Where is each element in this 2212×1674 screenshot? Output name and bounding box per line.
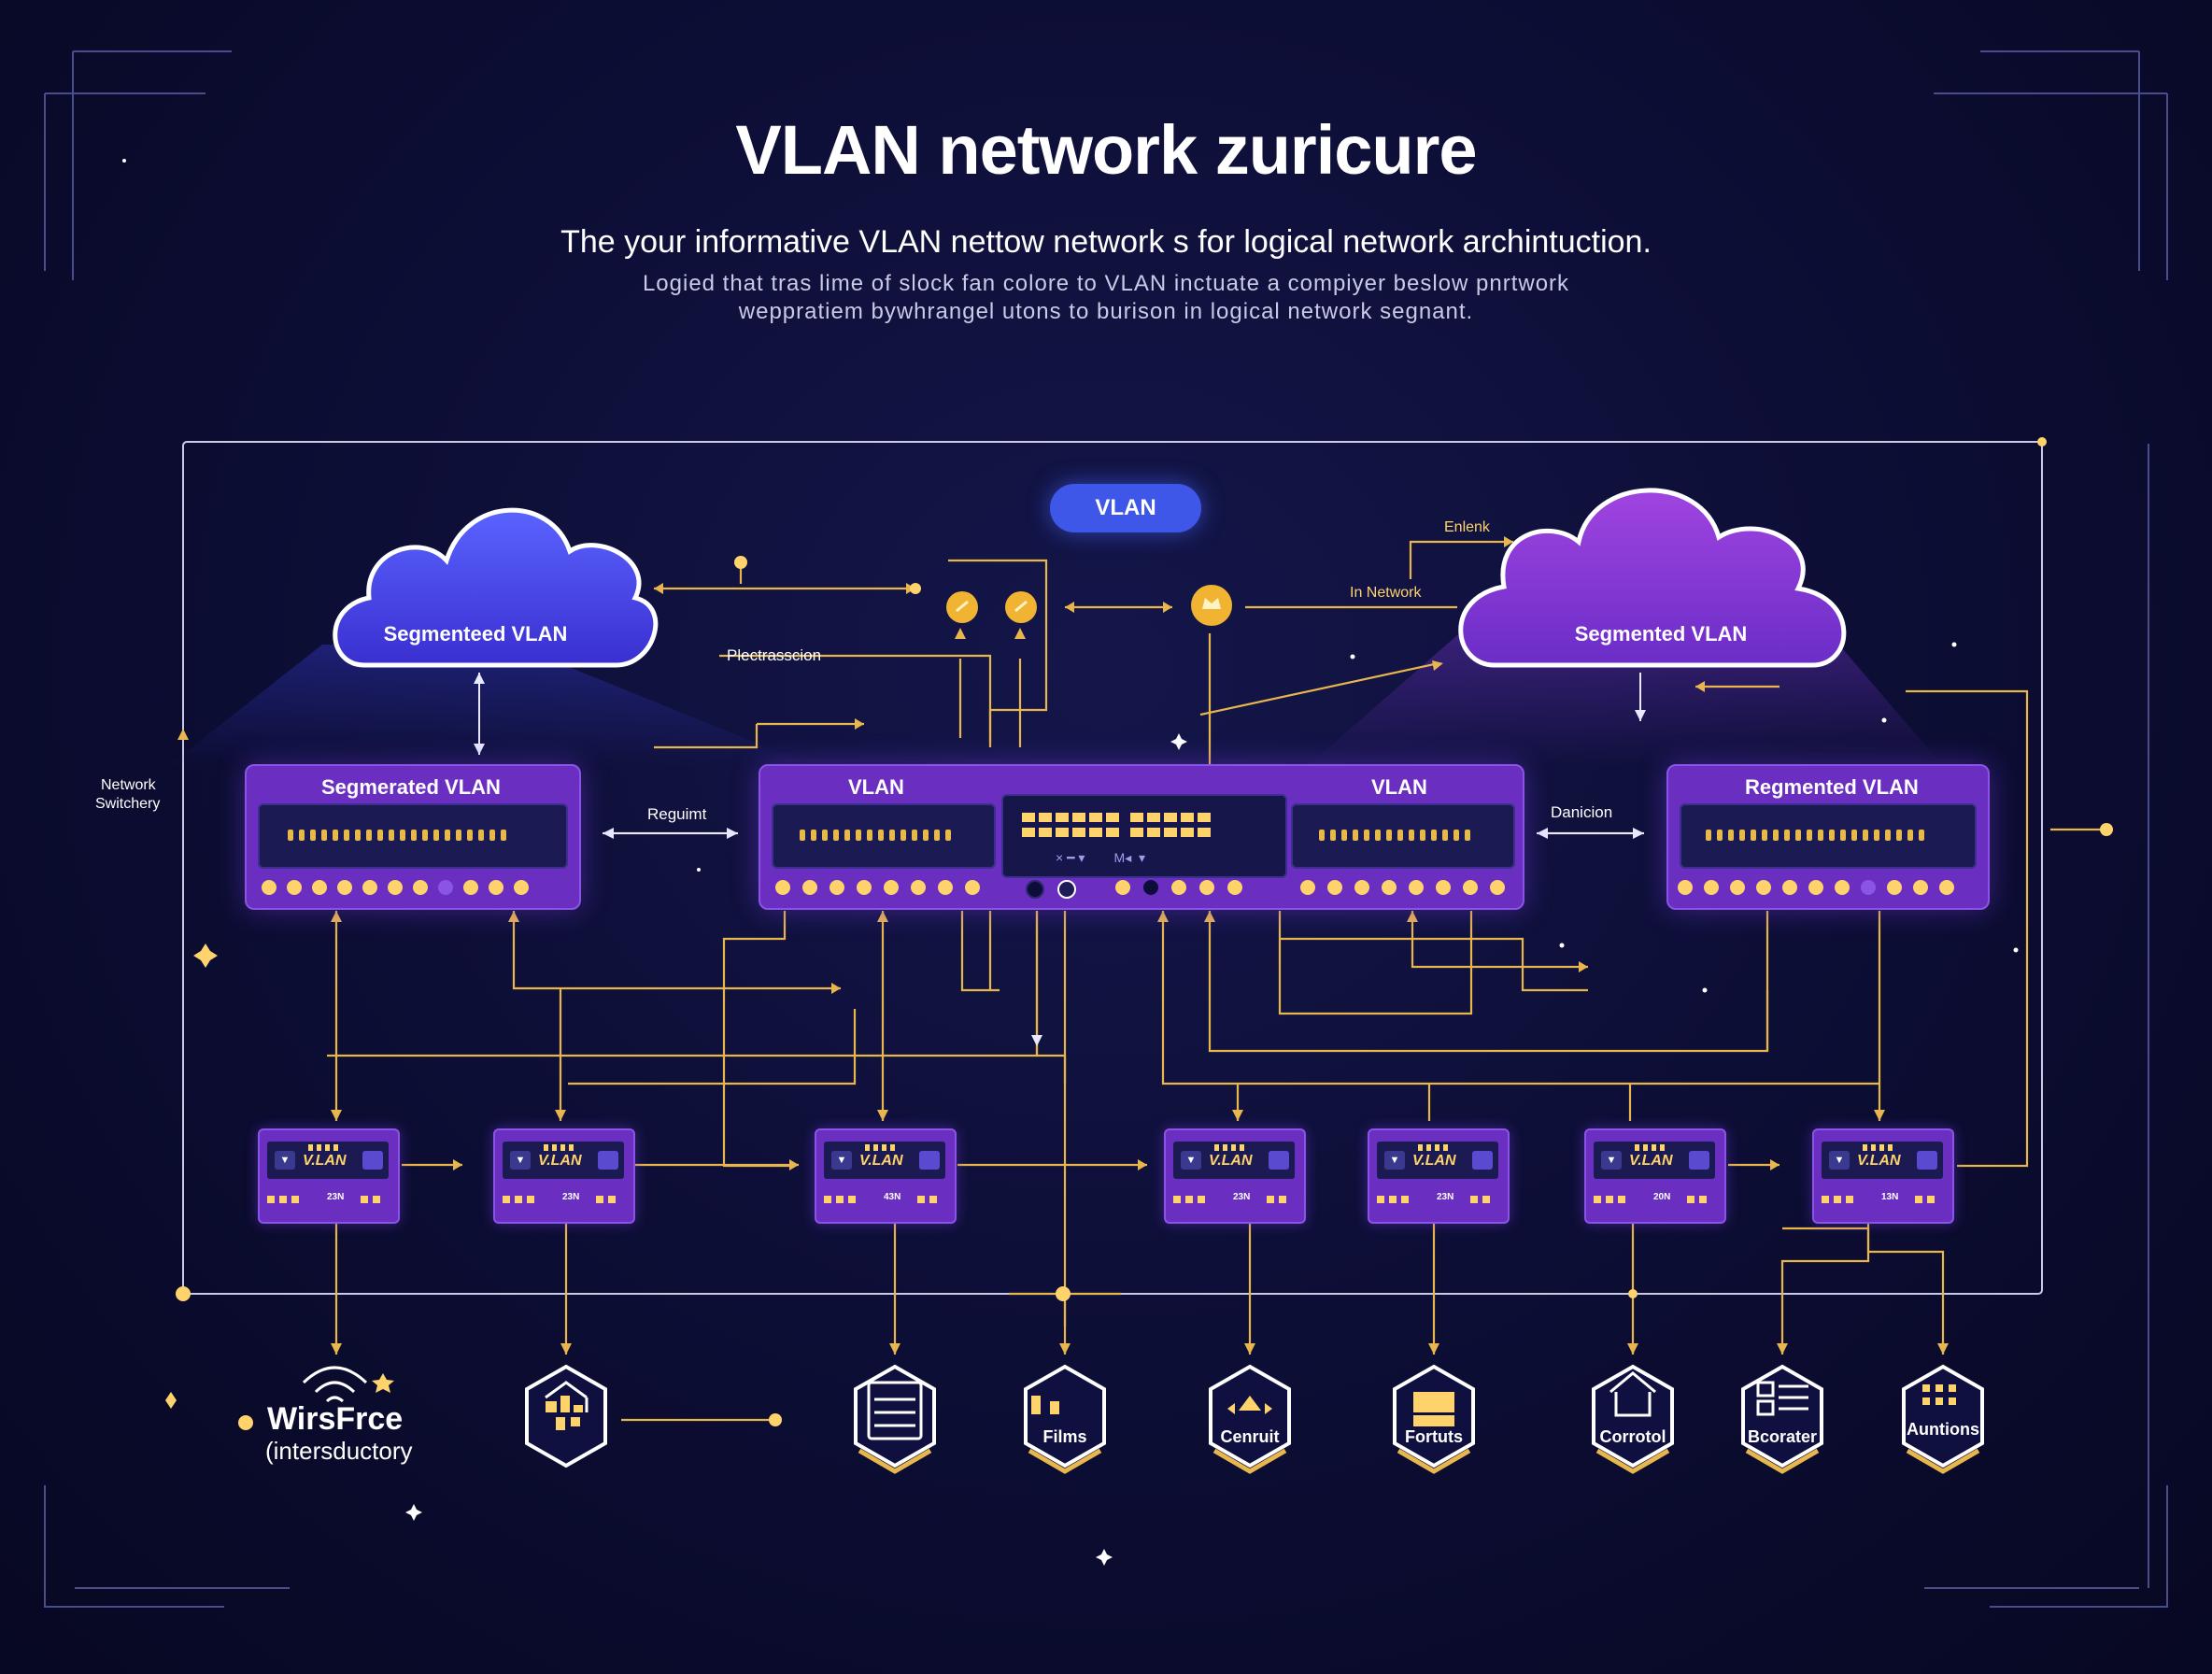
switch-center-display: × ━ ▾ M◂ ▾ [1001,794,1287,878]
access-switch-5[interactable]: ▼ V.LAN 23N [1368,1128,1510,1224]
wifi-icon [302,1366,368,1403]
vlan-badge[interactable]: VLAN [1050,484,1201,532]
access-switch-1-dropdown-icon[interactable]: ▼ [275,1151,295,1170]
access-switch-6-status-icon [1689,1151,1709,1170]
display-led-row-1 [1022,813,1211,822]
access-switch-2-label: V.LAN [538,1153,582,1169]
cloud-right-label: Segmented VLAN [1574,622,1748,645]
endpoint-corrotol-label[interactable]: Corrotol [1599,1427,1666,1446]
access-switch-7-dropdown-icon[interactable]: ▼ [1829,1151,1850,1170]
access-switch-5-number: 23N [1437,1192,1454,1202]
label-danicion: Danicion [1551,803,1613,821]
access-switch-1-number: 23N [327,1192,345,1202]
label-network: Network [101,777,156,793]
access-switch-5-status-icon [1472,1151,1493,1170]
switch-left[interactable]: Segmerated VLAN [245,764,581,910]
right-cloud-beam [1308,635,1943,766]
access-switch-7-number: 13N [1881,1192,1899,1202]
label-requimt: Reguimt [647,805,707,823]
access-switch-1-label: V.LAN [303,1153,347,1169]
switch-center-left-title: VLAN [848,775,904,799]
endpoint-films-label[interactable]: Films [1042,1427,1087,1446]
endpoint-table-icon[interactable] [854,1364,936,1468]
access-switch-1[interactable]: ▼ V.LAN 23N [258,1128,400,1224]
access-switch-2-number: 23N [562,1192,580,1202]
switch-center-right-leds [1319,830,1470,841]
access-switch-5-dropdown-icon[interactable]: ▼ [1384,1151,1405,1170]
cloud-left-shape [333,507,659,668]
access-switch-7-status-icon [1917,1151,1937,1170]
label-in-network: In Network [1350,585,1422,601]
switch-center-ports-left [775,880,980,895]
switch-left-ports [262,880,529,895]
label-pletrasscion: Plectrasscion [727,646,822,664]
switch-right-title: Regmented VLAN [1745,775,1919,799]
switch-right-leds [1706,830,1924,841]
access-switch-4-status-icon [1269,1151,1289,1170]
switch-left-panel [258,803,568,869]
switch-center-right-title: VLAN [1371,775,1427,799]
access-switch-2[interactable]: ▼ V.LAN 23N [493,1128,635,1224]
access-switch-3-label: V.LAN [859,1153,903,1169]
access-switch-3[interactable]: ▼ V.LAN 43N [815,1128,957,1224]
access-switch-6-label: V.LAN [1629,1153,1673,1169]
endpoint-cenruit-label[interactable]: Cenruit [1220,1427,1280,1446]
endpoint-wirsfrce-title: WirsFrce [267,1401,404,1437]
endpoint-auntions-label[interactable]: Auntions [1907,1420,1979,1439]
switch-left-leds [288,830,506,841]
label-enlenk: Enlenk [1444,519,1490,535]
page-subtitle: The your informative VLAN nettow network… [560,224,1652,260]
access-switch-2-dropdown-icon[interactable]: ▼ [510,1151,531,1170]
frame-decoration [44,50,2168,1608]
description-line-1: Logied that tras lime of slock fan color… [642,271,1570,296]
switch-center-right-panel [1291,803,1515,869]
left-cloud-beam [168,645,813,766]
endpoint-fortuts-label[interactable]: Fortuts [1405,1427,1463,1446]
access-switch-5-label: V.LAN [1412,1153,1456,1169]
access-switch-1-status-icon [362,1151,383,1170]
label-switchery: Switchery [95,796,161,812]
connector-lines [327,540,2106,1422]
access-switch-3-status-icon [919,1151,940,1170]
access-switch-2-status-icon [598,1151,618,1170]
description-line-2: weppratiem bywhrangel utons to burison i… [738,299,1474,324]
access-switch-6[interactable]: ▼ V.LAN 20N [1584,1128,1726,1224]
switch-right[interactable]: Regmented VLAN [1666,764,1990,910]
access-switch-4-dropdown-icon[interactable]: ▼ [1181,1151,1201,1170]
switch-center-display-text: × ━ ▾ M◂ ▾ [1056,850,1146,865]
page-title: VLAN network zuricure [735,111,1477,189]
endpoint-wirsfrce-subtitle: (intersductory [265,1437,413,1465]
access-switch-6-number: 20N [1653,1192,1671,1202]
access-switch-3-number: 43N [884,1192,901,1202]
endpoint-router-icon[interactable] [525,1364,607,1468]
switch-right-panel [1680,803,1977,869]
access-switch-4-number: 23N [1233,1192,1251,1202]
cloud-right-shape [1458,488,1847,668]
endpoint-bcorater-label[interactable]: Bcorater [1747,1427,1818,1446]
access-switch-4[interactable]: ▼ V.LAN 23N [1164,1128,1306,1224]
switch-right-ports [1678,880,1954,895]
access-switch-7[interactable]: ▼ V.LAN 13N [1812,1128,1954,1224]
cloud-left-label: Segmenteed VLAN [383,622,568,645]
access-switch-4-label: V.LAN [1209,1153,1253,1169]
access-switch-6-dropdown-icon[interactable]: ▼ [1601,1151,1622,1170]
access-switch-3-dropdown-icon[interactable]: ▼ [831,1151,852,1170]
switch-left-title: Segmerated VLAN [321,775,501,799]
switch-center-left-leds [800,830,951,841]
switch-center-ports-right [1300,880,1505,895]
switch-center-ports-mid [1026,880,1242,899]
switch-center[interactable]: VLAN VLAN × ━ ▾ M◂ ▾ [759,764,1524,910]
access-switch-7-label: V.LAN [1857,1153,1901,1169]
switch-center-left-panel [772,803,996,869]
display-led-row-2 [1022,828,1211,837]
top-node-icons [946,585,1232,626]
